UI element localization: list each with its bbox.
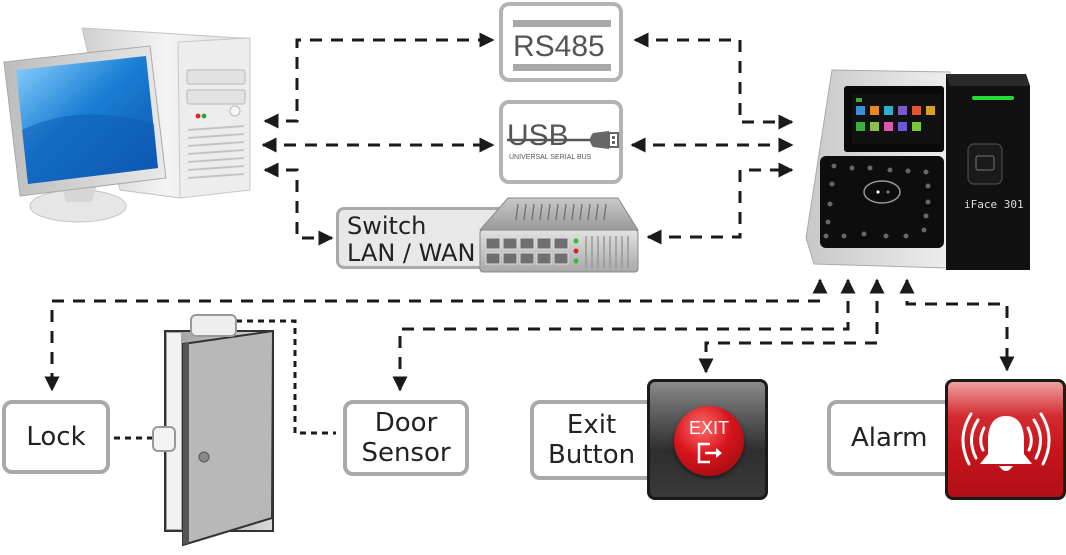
lock-label: Lock	[26, 422, 86, 452]
alarm-device	[945, 379, 1066, 500]
rs485-bottom-bar	[513, 64, 611, 71]
wire-pc-rs485	[263, 32, 495, 129]
lock-box: Lock	[2, 400, 110, 474]
wire-switch-terminal	[646, 162, 794, 245]
face-terminal-icon	[805, 69, 1030, 270]
usb-box: USB UNIVERSAL SERIAL BUS	[499, 100, 623, 184]
wire-terminal-alarm	[899, 278, 1015, 372]
wire-door-doorsensor	[236, 319, 336, 435]
exit-button-label-line1: Exit	[566, 410, 617, 440]
exit-button-label-line2: Button	[548, 440, 636, 470]
rs485-top-bar	[513, 20, 611, 27]
exit-icon-text: EXIT	[688, 418, 729, 438]
access-terminal: iFace 301	[800, 64, 1036, 274]
network-switch-icon	[478, 197, 639, 273]
alarm-bell-icon	[961, 412, 1051, 471]
door-sensor-label-line1: Door	[374, 408, 438, 438]
computer	[0, 20, 260, 230]
rs485-box: RS485	[499, 2, 623, 82]
wire-terminal-exit	[698, 278, 885, 374]
usb-label: USB	[507, 119, 569, 152]
computer-icon	[3, 27, 251, 223]
terminal-brand-label: iFace 301	[964, 198, 1024, 211]
exit-door-arrow-icon	[697, 442, 722, 464]
switch-box: Switch LAN / WAN	[336, 207, 506, 269]
exit-button-box: Exit Button	[530, 400, 670, 480]
wire-pc-switch	[263, 162, 334, 246]
usb-sublabel: UNIVERSAL SERIAL BUS	[509, 154, 592, 161]
alarm-label: Alarm	[851, 423, 928, 453]
door-sensor-box: Door Sensor	[343, 400, 469, 476]
door-icon	[152, 314, 275, 547]
switch-label-line1: Switch	[347, 212, 427, 240]
wire-rs485-terminal	[633, 32, 794, 130]
rs485-label: RS485	[513, 30, 605, 63]
exit-button-device: EXIT	[647, 379, 768, 500]
exit-button-red-dome: EXIT	[674, 406, 744, 476]
switch-label-line2: LAN / WAN	[347, 239, 476, 267]
door-sensor-label-line2: Sensor	[361, 438, 451, 468]
alarm-box: Alarm	[827, 400, 957, 476]
wire-terminal-doorsensor	[392, 278, 856, 392]
usb-plug-icon	[507, 131, 619, 149]
